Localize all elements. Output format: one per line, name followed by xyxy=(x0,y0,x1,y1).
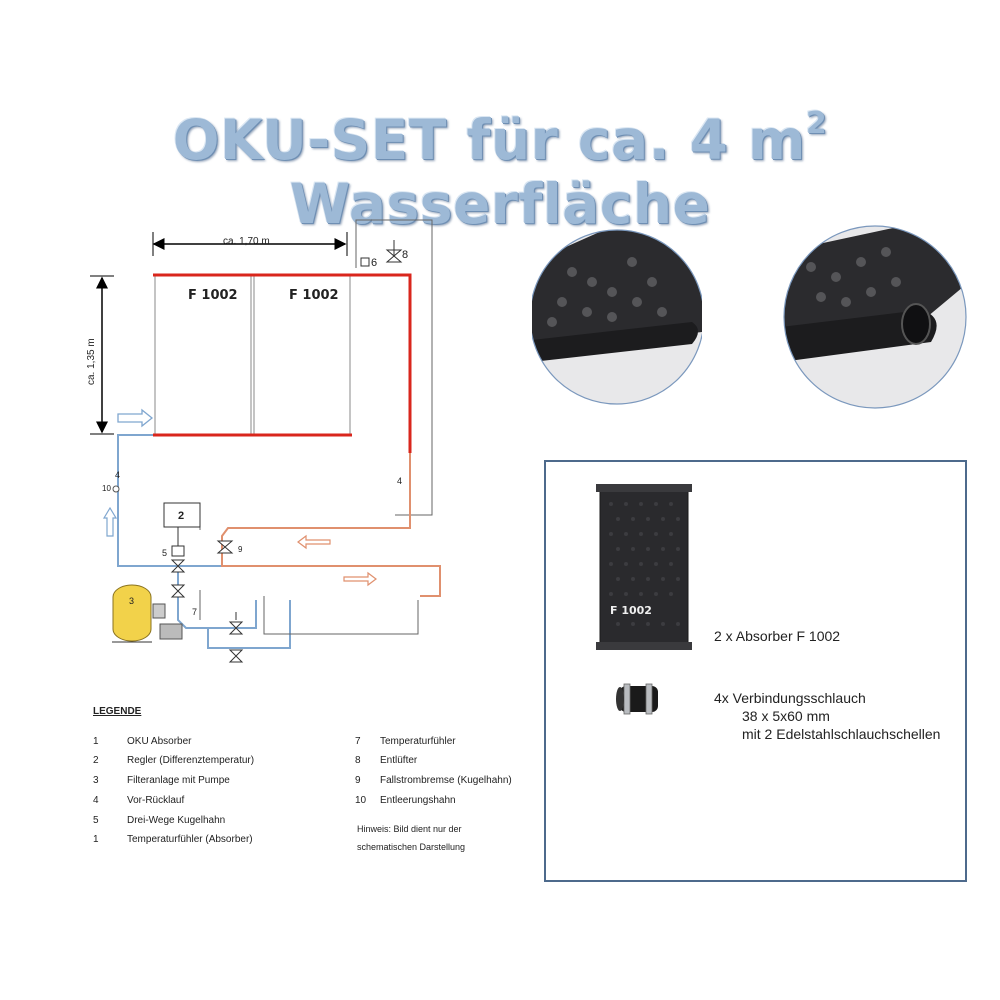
hot-pipe-top xyxy=(153,273,412,453)
sensor-6 xyxy=(360,257,370,267)
hint-note: Hinweis: Bild dient nur der schematische… xyxy=(357,824,466,852)
vent-line xyxy=(355,219,433,516)
flow-arrow-icon xyxy=(343,571,377,587)
svg-text:4: 4 xyxy=(115,470,120,480)
filter-tank xyxy=(112,584,152,642)
legend-title: LEGENDE xyxy=(93,706,142,717)
width-label: ca. 1,70 m xyxy=(223,236,270,247)
controller-box xyxy=(163,502,201,528)
height-label: ca. 1,35 m xyxy=(86,338,97,385)
absorber-image-label: F 1002 xyxy=(610,604,652,617)
product-contents-box: F 1002 2 x Absorber F 1002 4x Verbindung… xyxy=(544,460,967,882)
svg-text:5: 5 xyxy=(162,548,167,558)
panel-1-label: F 1002 xyxy=(188,288,238,303)
pump-icon xyxy=(152,603,166,619)
absorber-closeup-left xyxy=(532,229,702,405)
return-arrow-icon xyxy=(297,534,331,550)
svg-text:2: 2 xyxy=(178,510,184,522)
flow-brake-valve-9 xyxy=(216,540,234,554)
system-schematic: ca. 1,70 m ca. 1,35 m F 1002 F 1002 6 8 … xyxy=(86,219,441,663)
absorber-quantity-text: 2 x Absorber F 1002 xyxy=(714,628,841,644)
connector-hose-image xyxy=(616,683,658,715)
svg-text:10: 10 xyxy=(102,484,111,493)
hose-line-2: 38 x 5x60 mm xyxy=(742,708,830,724)
drain-valve-10 xyxy=(112,485,120,493)
hose-line-3: mit 2 Edelstahlschlauchschellen xyxy=(742,726,941,742)
absorber-closeup-right xyxy=(783,225,967,409)
upflow-arrow-icon xyxy=(102,506,118,537)
page-title: OKU-SET für ca. 4 m2 Wasserfläche xyxy=(172,106,828,236)
svg-text:3: 3 xyxy=(129,596,134,606)
svg-text:6: 6 xyxy=(371,257,377,269)
hose-line-1: 4x Verbindungsschlauch xyxy=(714,690,866,706)
svg-text:4: 4 xyxy=(397,476,402,486)
panel-2-label: F 1002 xyxy=(289,288,339,303)
svg-text:9: 9 xyxy=(238,545,243,554)
inflow-arrow-icon xyxy=(117,408,154,428)
absorber-panel-image: F 1002 xyxy=(596,484,692,650)
svg-text:8: 8 xyxy=(402,249,408,261)
svg-text:7: 7 xyxy=(192,607,197,617)
three-way-valve-5 xyxy=(171,545,185,557)
cold-pipe-return xyxy=(117,434,230,567)
warm-pipe xyxy=(221,453,441,597)
